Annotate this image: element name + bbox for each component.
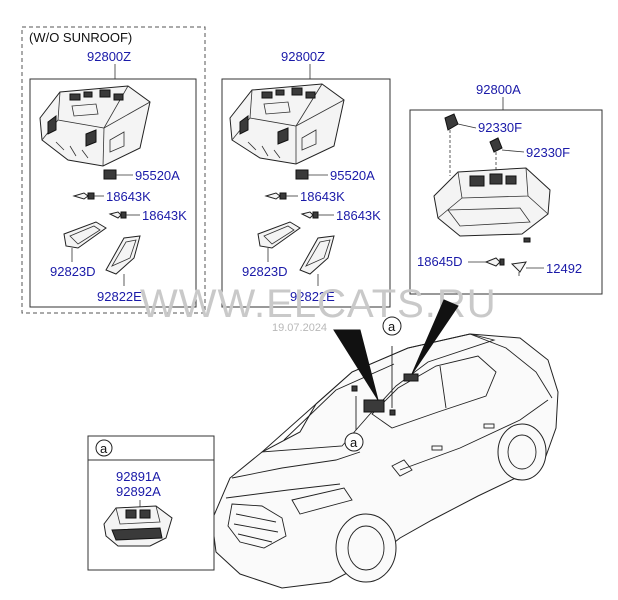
car-callout-top-label: a [388,319,396,334]
detail-label-92891A[interactable]: 92891A [116,469,161,484]
right-screw [510,261,527,273]
middle-group: 92800Z 95520A 18643K 18643 [221,49,391,308]
left-label-95520A[interactable]: 95520A [135,168,180,183]
car-overhead-console [363,399,385,413]
car-illustration [211,299,559,589]
middle-label-92822E[interactable]: 92822E [290,289,335,304]
car-callout-bottom-label: a [350,435,358,450]
detail-group: a 92891A 92892A [87,435,215,571]
watermark-date: 19.07.2024 [272,322,327,334]
left-label-92823D[interactable]: 92823D [50,264,96,279]
middle-main-part[interactable]: 92800Z [281,49,325,64]
detail-room-lamp [103,505,173,547]
right-clip-2 [489,137,503,153]
middle-lens-92822E [299,235,335,275]
middle-label-18643K-b[interactable]: 18643K [336,208,381,223]
right-group: 92800A 92330F 92330F 18645D [409,82,603,295]
left-lens-92822E [105,235,141,275]
detail-callout-circle [95,439,113,457]
right-label-92330F-a[interactable]: 92330F [478,120,522,135]
car-room-lamp [403,373,419,382]
left-label-18643K-a[interactable]: 18643K [106,189,151,204]
middle-switch [295,169,309,180]
right-map-lamp [433,167,551,243]
left-group: (W/O SUNROOF) 92800Z 95520A [21,26,206,314]
left-label-18643K-b[interactable]: 18643K [142,208,187,223]
middle-console [229,83,345,165]
left-switch [103,169,117,180]
left-lens-92823D [63,221,107,249]
right-main-part[interactable]: 92800A [476,82,521,97]
middle-frame [221,78,391,308]
car-callout-top[interactable] [382,316,402,336]
left-main-part[interactable]: 92800Z [87,49,131,64]
left-dashed-frame [21,26,206,314]
car-callout-bottom[interactable] [344,432,364,452]
middle-label-95520A[interactable]: 95520A [330,168,375,183]
detail-frame [87,435,215,571]
detail-callout-label: a [100,441,108,456]
left-console [39,85,151,167]
left-frame [29,78,197,308]
left-header: (W/O SUNROOF) [29,30,132,45]
right-clip-1 [444,113,459,131]
right-label-92330F-b[interactable]: 92330F [526,145,570,160]
right-label-18645D[interactable]: 18645D [417,254,463,269]
right-frame [409,109,603,295]
left-label-92822E[interactable]: 92822E [97,289,142,304]
middle-label-18643K-a[interactable]: 18643K [300,189,345,204]
middle-lens-92823D [257,221,301,249]
middle-label-92823D[interactable]: 92823D [242,264,288,279]
detail-label-92892A[interactable]: 92892A [116,484,161,499]
right-label-12492[interactable]: 12492 [546,261,582,276]
